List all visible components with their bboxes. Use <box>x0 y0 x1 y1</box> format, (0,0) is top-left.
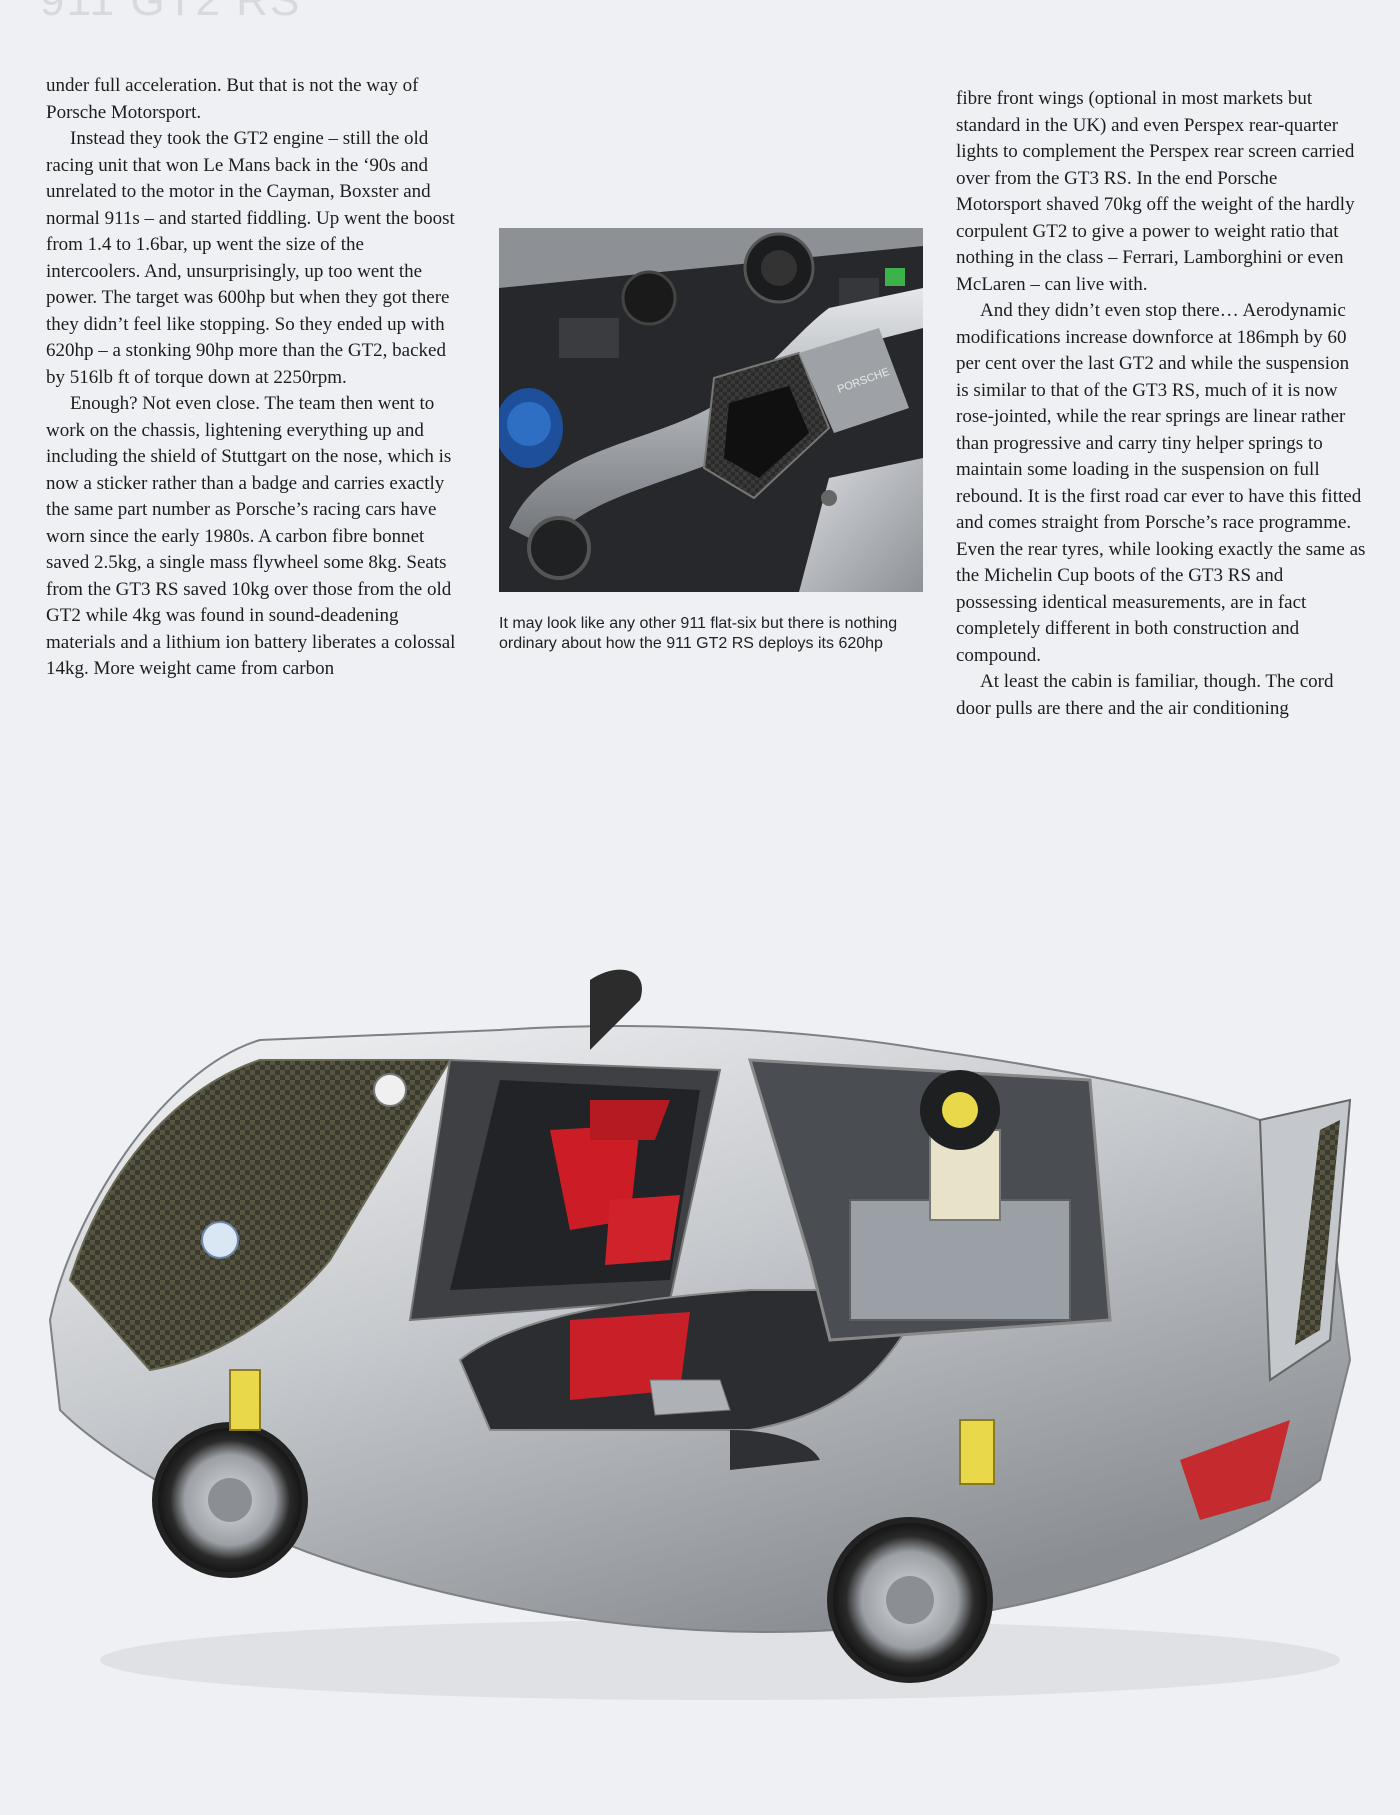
porsche-911-gt2-rs-cutaway <box>48 969 1352 1700</box>
paragraph: under full acceleration. But that is not… <box>46 75 419 123</box>
paragraph: And they didn’t even stop there… Aerodyn… <box>956 300 1366 666</box>
photo-caption: It may look like any other 911 flat-six … <box>499 615 898 652</box>
engine-bay-photo: PORSCHE <box>499 228 923 592</box>
paragraph: Enough? Not even close. The team then we… <box>46 393 456 679</box>
running-head: 911 GT2 RS <box>40 0 302 25</box>
text-column-left: under full acceleration. But that is not… <box>46 73 456 683</box>
text-column-right: fibre front wings (optional in most mark… <box>956 86 1366 722</box>
car-cutaway-illustration <box>30 960 1380 1720</box>
paragraph: fibre front wings (optional in most mark… <box>956 88 1355 295</box>
paragraph: At least the cabin is familiar, though. … <box>956 671 1334 719</box>
paragraph: Instead they took the GT2 engine – still… <box>46 128 455 388</box>
engine-bay-illustration: PORSCHE <box>499 228 923 592</box>
